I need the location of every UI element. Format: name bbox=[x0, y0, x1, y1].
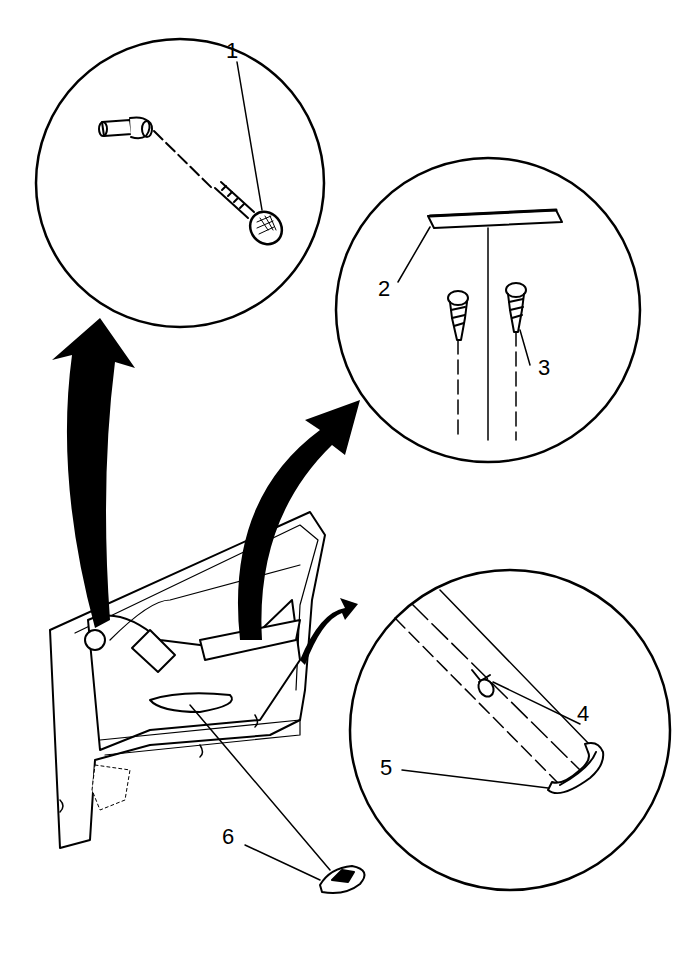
callout-number: 6 bbox=[222, 826, 234, 848]
callout-number: 4 bbox=[577, 703, 589, 725]
callout-number: 3 bbox=[538, 357, 550, 379]
callout-number: 2 bbox=[378, 278, 390, 300]
callout-number: 5 bbox=[380, 757, 392, 779]
callout-number: 1 bbox=[226, 40, 238, 62]
